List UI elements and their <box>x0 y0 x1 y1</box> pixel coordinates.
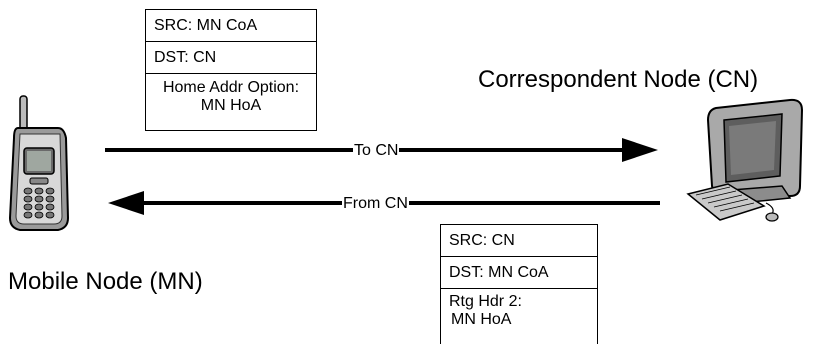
desktop-computer-icon <box>686 98 804 222</box>
inbound-routing-header-field: Rtg Hdr 2: MN HoA <box>441 289 597 349</box>
outbound-dst-field: DST: CN <box>146 42 316 74</box>
diagram-canvas <box>8 95 804 231</box>
to-cn-arrow-label: To CN <box>353 142 400 160</box>
routing-header-value: MN HoA <box>451 311 512 328</box>
mobile-node-label: Mobile Node (MN) <box>8 268 203 295</box>
correspondent-node-label: Correspondent Node (CN) <box>478 66 759 93</box>
outbound-src-field: SRC: MN CoA <box>146 10 316 42</box>
inbound-dst-field: DST: MN CoA <box>441 257 597 289</box>
home-address-option-value: MN HoA <box>200 97 262 114</box>
mobile-phone-icon <box>8 95 70 231</box>
from-cn-arrow-label: From CN <box>342 195 409 213</box>
outbound-packet-header: SRC: MN CoA DST: CN Home Addr Option: MN… <box>145 9 317 131</box>
home-address-option-label: Home Addr Option: <box>162 79 300 96</box>
outbound-home-address-option-field: Home Addr Option: MN HoA <box>146 74 316 130</box>
mipv6-route-optimization-diagram: SRC: MN CoA DST: CN Home Addr Option: MN… <box>8 9 804 344</box>
routing-header-label: Rtg Hdr 2: <box>449 293 522 310</box>
inbound-src-field: SRC: CN <box>441 225 597 257</box>
inbound-packet-header: SRC: CN DST: MN CoA Rtg Hdr 2: MN HoA <box>440 224 598 344</box>
